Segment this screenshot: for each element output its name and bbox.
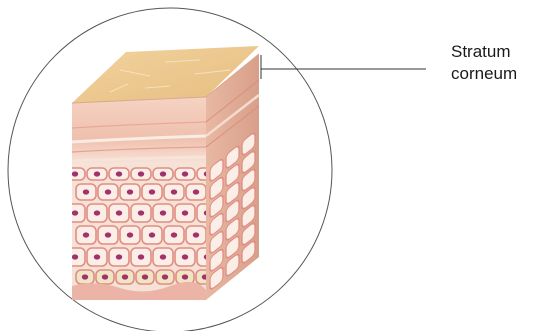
epidermal-cell <box>76 226 96 244</box>
epidermal-cell <box>175 168 195 180</box>
epidermal-cell <box>175 248 195 266</box>
epidermal-cell <box>109 204 129 222</box>
epidermal-cell <box>76 184 96 200</box>
front-cell-layer <box>65 168 228 300</box>
basal-cell <box>96 270 114 284</box>
basal-cell <box>116 270 134 284</box>
epidermal-cell <box>175 204 195 222</box>
epidermal-cell <box>109 168 129 180</box>
epidermal-cell <box>131 248 151 266</box>
epidermal-cell <box>186 184 206 200</box>
epidermal-cell <box>65 204 85 222</box>
epidermal-cell <box>153 204 173 222</box>
epidermal-cell <box>98 226 118 244</box>
epidermal-cell <box>120 184 140 200</box>
basal-cell <box>176 270 194 284</box>
epidermal-cell <box>87 204 107 222</box>
epidermal-cell <box>142 226 162 244</box>
epidermal-cell <box>164 226 184 244</box>
epidermal-cell <box>153 248 173 266</box>
basal-cell <box>76 270 94 284</box>
stratum-corneum-label-line2: corneum <box>451 63 517 85</box>
epidermal-cell <box>87 248 107 266</box>
corneum-front-band <box>72 97 206 166</box>
basal-cell <box>156 270 174 284</box>
epidermal-cell <box>65 248 85 266</box>
epidermal-cell <box>109 248 129 266</box>
epidermal-cell <box>131 168 151 180</box>
basal-cell <box>136 270 154 284</box>
epidermal-cell <box>98 184 118 200</box>
stratum-corneum-label-line1: Stratum <box>451 41 511 63</box>
epidermal-cell <box>142 184 162 200</box>
epidermal-cell <box>120 226 140 244</box>
epidermal-cell <box>186 226 206 244</box>
epidermal-cell <box>164 184 184 200</box>
epidermal-cell <box>65 168 85 180</box>
epidermal-cell <box>87 168 107 180</box>
epidermal-cell <box>153 168 173 180</box>
epidermal-cell <box>131 204 151 222</box>
